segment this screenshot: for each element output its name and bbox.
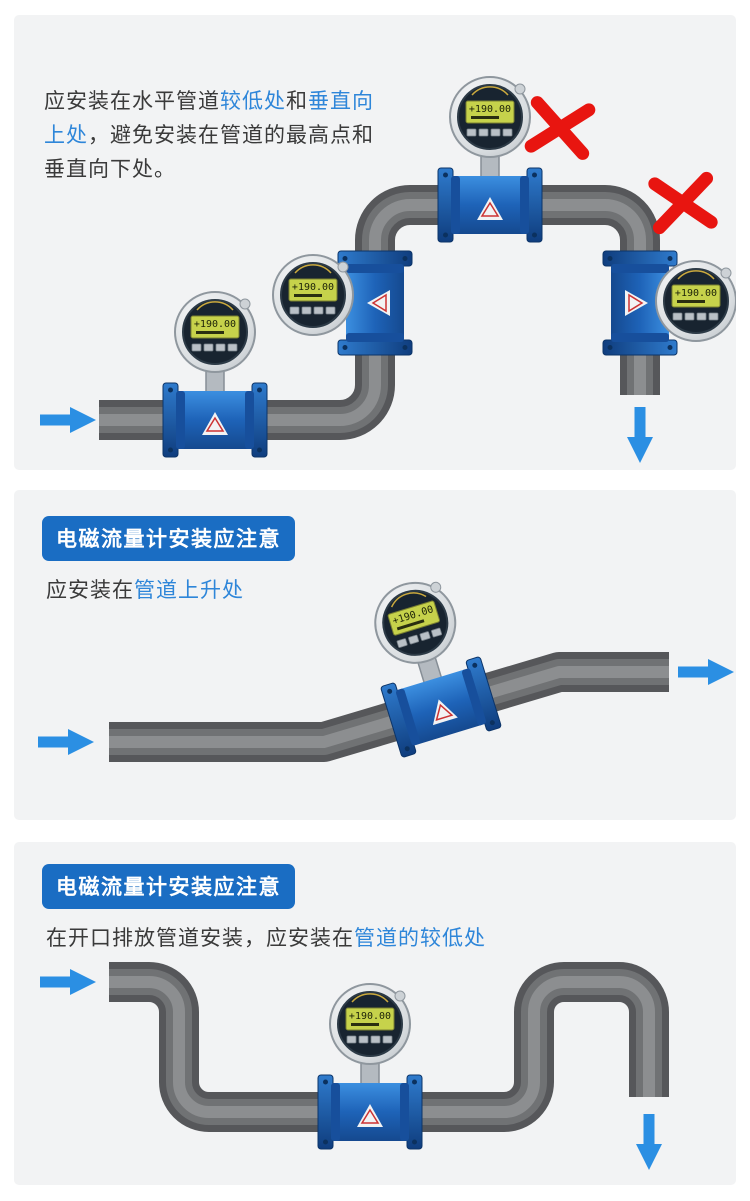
flow-meter	[162, 291, 268, 458]
x-mark-icon	[531, 103, 589, 154]
pipe	[109, 962, 669, 1132]
text-part: ，避免安装在管道的最高点和	[88, 124, 374, 147]
flow-arrow-icon	[38, 729, 94, 755]
panel1-description: 应安装在水平管道较低处和垂直向 上处，避免安装在管道的最高点和 垂直向下处。	[44, 85, 404, 187]
text-part-highlight: 管道的较低处	[354, 927, 486, 950]
section-horizontal-vertical-install: 应安装在水平管道较低处和垂直向 上处，避免安装在管道的最高点和 垂直向下处。	[14, 15, 736, 470]
section-rising-pipe-install: 电磁流量计安装应注意 应安装在管道上升处	[14, 490, 736, 820]
section-badge: 电磁流量计安装应注意	[42, 864, 295, 909]
section-badge: 电磁流量计安装应注意	[42, 516, 295, 561]
panel2-diagram	[38, 571, 734, 762]
flow-meter	[602, 250, 736, 356]
flow-meter	[437, 76, 543, 243]
text-part-highlight: 管道上升处	[134, 579, 244, 602]
flow-meter	[317, 983, 423, 1150]
flow-arrow-icon	[678, 659, 734, 685]
panel1-diagram	[40, 76, 736, 463]
text-part-highlight: 垂直向	[308, 90, 374, 113]
text-part: 应安装在	[46, 579, 134, 602]
flow-arrow-icon	[40, 407, 96, 433]
text-part: 和	[286, 90, 308, 113]
x-mark-icon	[655, 178, 711, 227]
panel2-description: 应安装在管道上升处	[46, 574, 244, 608]
flow-arrow-icon	[40, 969, 96, 995]
text-part: 应安装在水平管道	[44, 90, 220, 113]
flow-meter	[272, 250, 413, 356]
text-part-highlight: 较低处	[220, 90, 286, 113]
text-part: 在开口排放管道安装，应安装在	[46, 927, 354, 950]
text-part-highlight: 上处	[44, 124, 88, 147]
panel3-description: 在开口排放管道安装，应安装在管道的较低处	[46, 922, 486, 956]
text-part: 垂直向下处。	[44, 158, 176, 181]
pipe	[99, 185, 660, 440]
flow-arrow-icon	[627, 407, 653, 463]
panel3-diagram	[40, 962, 669, 1170]
flow-arrow-icon	[636, 1114, 662, 1170]
section-open-discharge-install: 电磁流量计安装应注意 在开口排放管道安装，应安装在管道的较低处	[14, 842, 736, 1185]
